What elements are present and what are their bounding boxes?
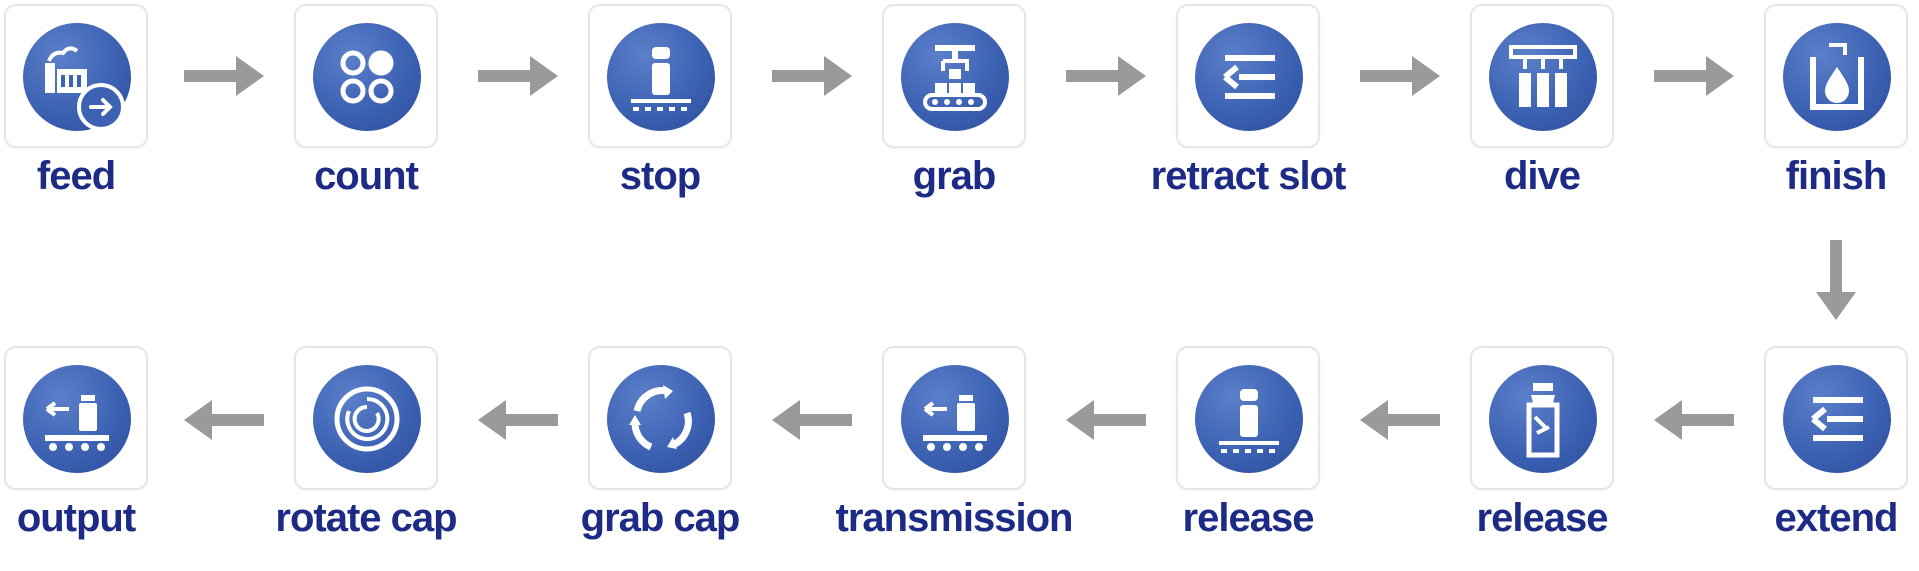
arrow-right — [184, 56, 264, 96]
arrow-right — [1360, 56, 1440, 96]
step-label: rotate cap — [275, 496, 457, 540]
stopper-icon — [1195, 365, 1303, 473]
step-card — [294, 4, 438, 148]
extend-arrow-icon — [1783, 365, 1891, 473]
step-card — [882, 346, 1026, 490]
step-card — [1470, 346, 1614, 490]
step-card — [588, 346, 732, 490]
step-card — [1176, 346, 1320, 490]
stopper-icon — [607, 23, 715, 131]
factory-arrow-icon — [23, 23, 131, 131]
step-card — [882, 4, 1026, 148]
arrow-left — [772, 400, 852, 440]
step-card — [4, 346, 148, 490]
arrow-right — [772, 56, 852, 96]
gripper-conveyor-icon — [901, 23, 1009, 131]
step-label: extend — [1774, 496, 1899, 540]
step-label: stop — [619, 154, 701, 198]
step-label: grab cap — [580, 496, 741, 540]
step-card — [1764, 346, 1908, 490]
step-label: dive — [1503, 154, 1581, 198]
arrow-left — [1066, 400, 1146, 440]
rotation-arrows-icon — [607, 365, 715, 473]
step-label: finish — [1785, 154, 1888, 198]
arrow-left — [478, 400, 558, 440]
retract-arrow-icon — [1195, 23, 1303, 131]
step-card — [1470, 4, 1614, 148]
arrow-left — [1654, 400, 1734, 440]
liquid-container-icon — [1783, 23, 1891, 131]
filling-nozzles-icon — [1489, 23, 1597, 131]
step-card — [1176, 4, 1320, 148]
step-label: retract slot — [1150, 154, 1347, 198]
arrow-right — [478, 56, 558, 96]
step-label: release — [1476, 496, 1609, 540]
conveyor-bottle-icon — [901, 365, 1009, 473]
step-label: release — [1182, 496, 1315, 540]
arrow-left — [1360, 400, 1440, 440]
step-label: count — [314, 154, 419, 198]
step-card — [1764, 4, 1908, 148]
arrow-right — [1654, 56, 1734, 96]
arrow-left — [184, 400, 264, 440]
step-label: grab — [912, 154, 997, 198]
step-label: transmission — [835, 496, 1074, 540]
step-label: feed — [36, 154, 116, 198]
four-circles-icon — [313, 23, 421, 131]
step-label: output — [16, 496, 136, 540]
arrow-right — [1066, 56, 1146, 96]
arrow-down — [1816, 240, 1856, 320]
step-card — [294, 346, 438, 490]
conveyor-bottle-icon — [23, 365, 131, 473]
bottle-icon — [1489, 365, 1597, 473]
step-card — [588, 4, 732, 148]
concentric-rings-icon — [313, 365, 421, 473]
step-card — [4, 4, 148, 148]
